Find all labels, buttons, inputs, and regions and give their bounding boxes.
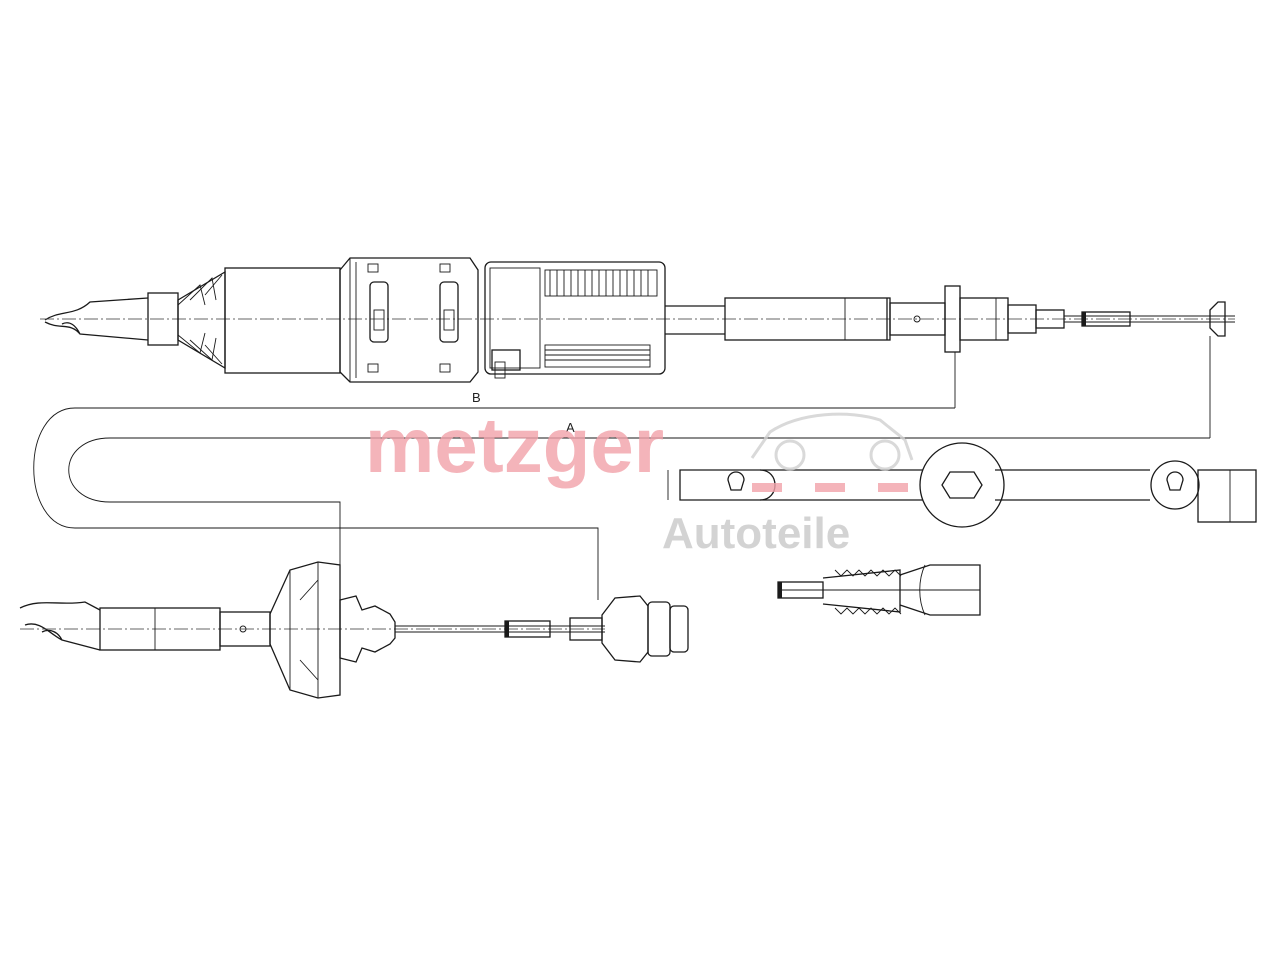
upper-cable-assembly xyxy=(40,257,1235,383)
upper-finned-boot xyxy=(177,270,226,370)
upper-self-adjust-mechanism xyxy=(484,261,666,379)
lower-collar xyxy=(339,595,396,663)
lower-cable-broken-end xyxy=(19,601,101,651)
watermark-dashes xyxy=(752,483,908,492)
upper-end-nipple xyxy=(1209,301,1226,337)
upper-housing-tube xyxy=(224,267,341,374)
lower-cable-assembly xyxy=(19,561,689,699)
brand-watermark: metzger Autoteile xyxy=(365,401,914,558)
spring-detail xyxy=(777,564,981,616)
car-outline-icon xyxy=(750,412,914,471)
lower-end-cap xyxy=(601,595,649,663)
upper-adjuster-sleeve xyxy=(339,257,479,383)
watermark-brand: metzger xyxy=(365,401,664,489)
upper-cable-broken-end xyxy=(44,297,149,341)
lower-dome-mount xyxy=(269,561,341,699)
dimension-lines: B A xyxy=(33,336,1211,600)
watermark-subline: Autoteile xyxy=(662,509,850,558)
dimension-label-b: B xyxy=(472,390,481,405)
dimension-label-a: A xyxy=(566,420,575,435)
